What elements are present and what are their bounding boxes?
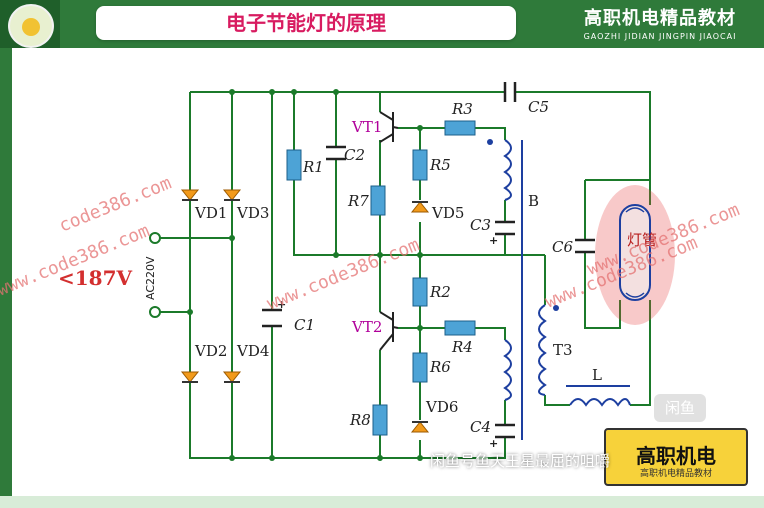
badge-subtitle: 高职机电精品教材 bbox=[639, 469, 712, 479]
c1-plus-sign: + bbox=[277, 298, 286, 311]
resistor-r6 bbox=[412, 352, 428, 383]
coil-b-lower bbox=[503, 339, 512, 401]
resistor-r3 bbox=[444, 120, 476, 136]
brand-chinese: 高职机电精品教材 bbox=[584, 8, 736, 29]
resistor-r8 bbox=[372, 404, 388, 436]
capacitors bbox=[262, 82, 595, 439]
ac-terminal-bottom bbox=[149, 306, 161, 318]
resistor-r5 bbox=[412, 149, 428, 181]
label-r5: R5 bbox=[429, 156, 451, 174]
label-c3: C3 bbox=[470, 216, 491, 234]
transformer-b bbox=[503, 139, 631, 440]
label-vd5: VD5 bbox=[431, 204, 464, 222]
bottom-strip bbox=[0, 496, 764, 508]
transistors bbox=[379, 111, 399, 351]
label-c1: C1 bbox=[294, 316, 315, 334]
wires bbox=[155, 91, 651, 459]
brand-block: 高职机电精品教材 GAOZHI JIDIAN JINGPIN JIAOCAI bbox=[560, 4, 760, 41]
label-r2: R2 bbox=[429, 283, 451, 301]
label-r4: R4 bbox=[451, 338, 473, 356]
resistor-r4 bbox=[444, 320, 476, 336]
resistor-r1 bbox=[286, 149, 302, 181]
resistors bbox=[286, 120, 476, 436]
badge-title: 高职机电 bbox=[636, 444, 716, 468]
lamp-label: 灯管 bbox=[627, 231, 657, 249]
label-vd3: VD3 bbox=[236, 204, 269, 222]
label-r7: R7 bbox=[347, 192, 369, 210]
c3-plus-sign: + bbox=[489, 234, 498, 247]
inductor-l bbox=[569, 398, 631, 407]
lamp-tube bbox=[595, 185, 675, 325]
resistor-r2 bbox=[412, 277, 428, 307]
watermark-text: code386.com bbox=[56, 173, 174, 237]
dot-marker bbox=[487, 139, 493, 145]
coil-t3 bbox=[538, 304, 547, 396]
title-panel: 电子节能灯的原理 bbox=[96, 6, 516, 40]
label-r3: R3 bbox=[451, 100, 473, 118]
label-vt2: VT2 bbox=[351, 318, 382, 336]
diode-vd3 bbox=[222, 189, 242, 201]
label-l: L bbox=[592, 366, 602, 384]
label-c4: C4 bbox=[470, 418, 491, 436]
school-logo bbox=[8, 4, 54, 48]
label-c6: C6 bbox=[552, 238, 573, 256]
label-r8: R8 bbox=[349, 411, 371, 429]
ac-terminal-top bbox=[149, 232, 161, 244]
sun-icon bbox=[22, 18, 40, 36]
label-r6: R6 bbox=[429, 358, 451, 376]
voltage-note: <187V bbox=[58, 266, 133, 290]
label-vd6: VD6 bbox=[425, 398, 458, 416]
coil-b-upper bbox=[503, 139, 512, 201]
watermark-text: www.code386.com bbox=[264, 234, 423, 314]
diode-vd5 bbox=[410, 201, 430, 213]
page-title: 电子节能灯的原理 bbox=[226, 11, 386, 35]
label-vd2: VD2 bbox=[194, 342, 227, 360]
diode-vd6 bbox=[410, 421, 430, 433]
overlay-caption: 闲鱼号鱼天王星最屈的咀嚼 bbox=[430, 452, 611, 470]
label-t3: T3 bbox=[553, 341, 573, 359]
label-b: B bbox=[528, 192, 539, 210]
resistor-r7 bbox=[370, 185, 386, 216]
diode-vd1 bbox=[180, 189, 200, 201]
bridge-diodes bbox=[180, 189, 430, 433]
header-logo-area bbox=[0, 0, 60, 48]
label-c5: C5 bbox=[528, 98, 549, 116]
label-vd1: VD1 bbox=[194, 204, 227, 222]
diode-vd2 bbox=[180, 371, 200, 383]
junction-dots bbox=[187, 89, 423, 461]
xianyu-logo: 闲鱼 bbox=[654, 394, 706, 422]
left-accent-bar bbox=[0, 48, 12, 508]
brand-badge: 高职机电 高职机电精品教材 bbox=[604, 428, 748, 486]
label-c2: C2 bbox=[344, 146, 365, 164]
dot-marker bbox=[553, 305, 559, 311]
label-vd4: VD4 bbox=[236, 342, 269, 360]
brand-pinyin: GAOZHI JIDIAN JINGPIN JIAOCAI bbox=[583, 32, 737, 41]
label-vt1: VT1 bbox=[351, 118, 382, 136]
label-r1: R1 bbox=[302, 158, 324, 176]
ac-voltage-label: AC220V bbox=[144, 256, 157, 300]
c4-plus-sign: + bbox=[489, 437, 498, 450]
diode-vd4 bbox=[222, 371, 242, 383]
